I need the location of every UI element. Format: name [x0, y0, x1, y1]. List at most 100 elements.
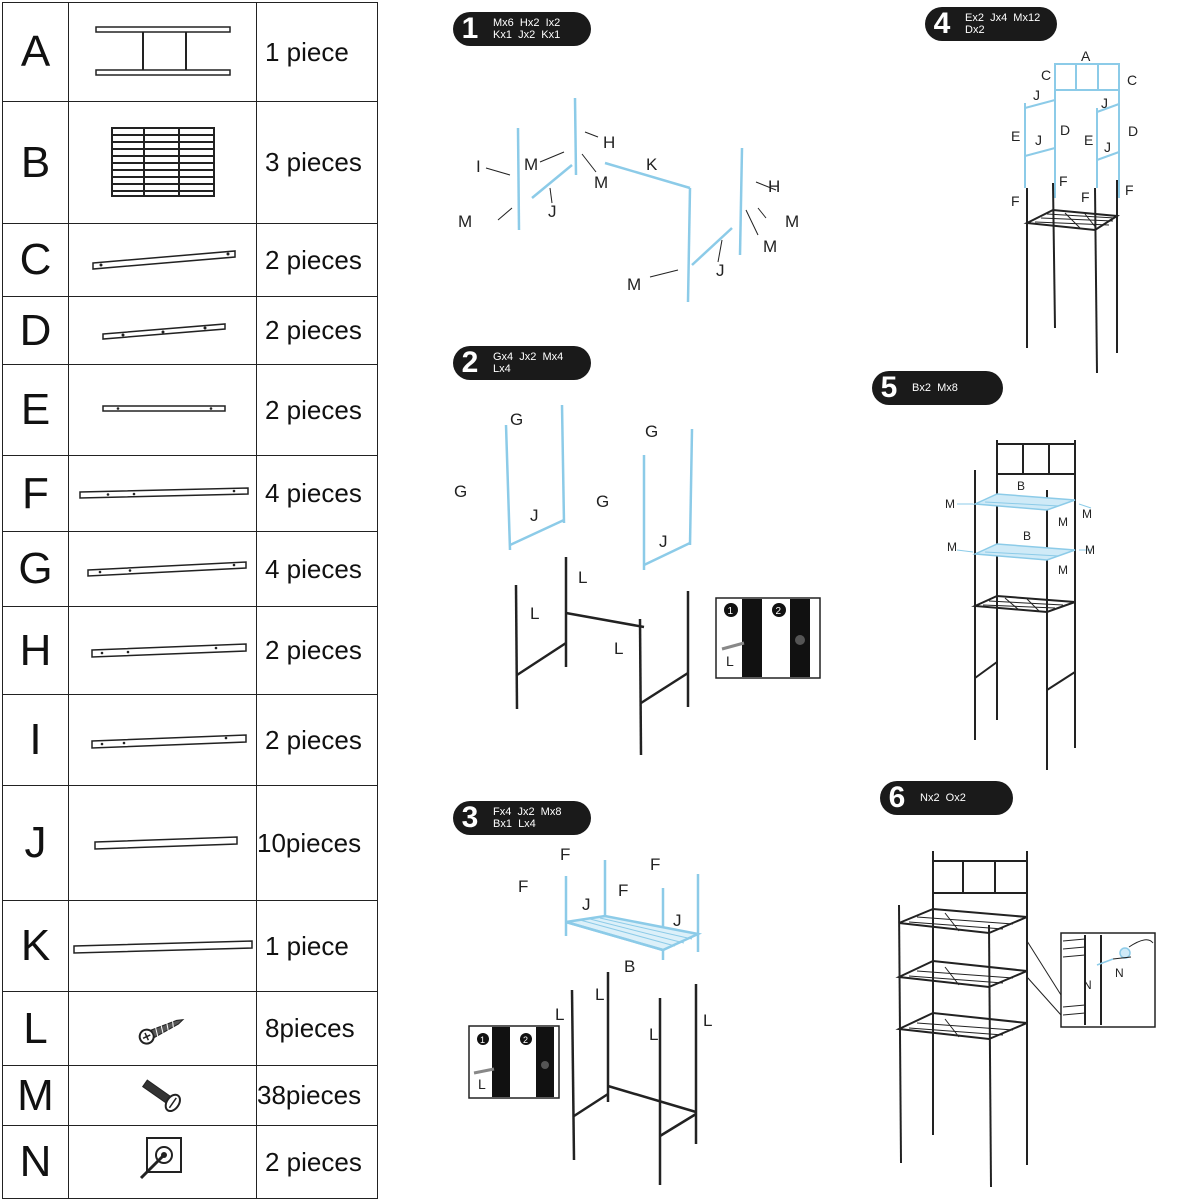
part-m-image: [68, 1065, 257, 1126]
step-6-zoom-inset: N N: [1060, 932, 1156, 1028]
step-number: 2: [461, 346, 479, 379]
part-quantity: 2 pieces: [256, 364, 378, 456]
label-j: J: [1101, 95, 1108, 111]
label-d: D: [1128, 123, 1138, 139]
part-letter: E: [2, 364, 69, 456]
label-m: M: [1085, 543, 1095, 557]
part-quantity: 2 pieces: [256, 296, 378, 365]
part-row: N 2 pieces: [2, 1125, 378, 1199]
label-m: M: [627, 275, 641, 294]
label-c: C: [1041, 67, 1051, 83]
part-row: J 10pieces: [2, 785, 378, 901]
part-row: M 38pieces: [2, 1065, 378, 1126]
part-letter: I: [2, 694, 69, 786]
part-h-image: [68, 606, 257, 695]
step-6-badge: 6 Nx2 Ox2: [880, 781, 1013, 815]
label-m: M: [945, 497, 955, 511]
part-row: K 1 piece: [2, 900, 378, 992]
part-quantity: 3 pieces: [256, 101, 378, 224]
inset-label: L: [478, 1076, 486, 1092]
inset-marker: 2: [523, 1035, 528, 1045]
label-m: M: [763, 237, 777, 256]
wood-screw-icon: [138, 1018, 184, 1045]
label-f: F: [1011, 193, 1020, 209]
label-f: F: [560, 845, 570, 864]
part-g-image: [68, 531, 257, 607]
part-quantity: 38pieces: [256, 1065, 378, 1126]
part-f-image: [68, 455, 257, 532]
inset-marker: 2: [776, 606, 782, 617]
step-1-badge: 1 Mx6 Hx2 Ix2 Kx1 Jx2 Kx1: [453, 12, 591, 46]
step-5-diagram: B M M M B M M M: [945, 440, 1095, 770]
label-l: L: [649, 1025, 658, 1044]
part-letter: G: [2, 531, 69, 607]
label-b: B: [1023, 529, 1031, 543]
part-letter: J: [2, 785, 69, 901]
label-i: I: [476, 157, 481, 176]
part-row: E 2 pieces: [2, 364, 378, 456]
part-quantity-text: 10pieces: [257, 827, 362, 858]
label-m: M: [1082, 507, 1092, 521]
part-j-image: [68, 785, 257, 901]
label-g: G: [596, 492, 609, 511]
label-c: C: [1127, 72, 1137, 88]
part-row: B 3 pieces: [2, 101, 378, 224]
part-e-image: [68, 364, 257, 456]
part-quantity: 8pieces: [256, 991, 378, 1066]
label-j: J: [1035, 132, 1042, 148]
part-quantity: 4 pieces: [256, 531, 378, 607]
label-l: L: [614, 639, 623, 658]
part-row: D 2 pieces: [2, 296, 378, 365]
part-letter: A: [2, 2, 69, 102]
part-quantity: 2 pieces: [256, 606, 378, 695]
label-j: J: [716, 261, 725, 280]
label-m: M: [1058, 563, 1068, 577]
label-e: E: [1011, 128, 1020, 144]
part-letter: F: [2, 455, 69, 532]
label-f: F: [618, 881, 628, 900]
label-d: D: [1060, 122, 1070, 138]
label-j: J: [1033, 87, 1040, 103]
part-row: C 2 pieces: [2, 223, 378, 297]
label-m: M: [785, 212, 799, 231]
part-row: A 1 piece: [2, 2, 378, 102]
label-f: F: [650, 855, 660, 874]
step-2-badge: 2 Gx4 Jx2 Mx4 Lx4: [453, 346, 591, 380]
step-4-diagram: A C C J J E J D E J D F F F F: [1011, 48, 1138, 374]
inset-label: L: [726, 653, 734, 669]
label-j: J: [548, 202, 557, 221]
step-number: 6: [888, 781, 906, 814]
label-l: L: [703, 1011, 712, 1030]
part-a-image: [68, 2, 257, 102]
label-b: B: [624, 957, 635, 976]
label-j: J: [659, 532, 668, 551]
part-quantity: 2 pieces: [256, 1125, 378, 1199]
inset-marker: 1: [480, 1035, 485, 1045]
step-requirements: Fx4 Jx2 Mx8 Bx1 Lx4: [493, 806, 562, 830]
part-quantity: 1 piece: [256, 900, 378, 992]
part-d-image: [68, 296, 257, 365]
step-requirements: Nx2 Ox2: [920, 792, 966, 804]
label-n: N: [1083, 978, 1092, 992]
step-6-diagram: N N: [895, 851, 1156, 1188]
label-l: L: [555, 1005, 564, 1024]
part-i-image: [68, 694, 257, 786]
step-number: 4: [933, 7, 951, 40]
label-m: M: [947, 540, 957, 554]
step-number: 1: [461, 12, 479, 45]
label-g: G: [454, 482, 467, 501]
label-f: F: [1125, 182, 1134, 198]
part-row: F 4 pieces: [2, 455, 378, 532]
step-1-diagram: I M H M K M J H M M J M: [458, 97, 799, 303]
step-requirements: Ex2 Jx4 Mx12 Dx2: [965, 12, 1041, 36]
part-l-image: [68, 991, 257, 1066]
label-m: M: [1058, 515, 1068, 529]
part-quantity: 2 pieces: [256, 694, 378, 786]
label-l: L: [595, 985, 604, 1004]
parts-list-table: A 1 piece B: [2, 2, 378, 1199]
part-letter: B: [2, 101, 69, 224]
step-3-inset: 1 2 L: [468, 1025, 560, 1099]
part-quantity: 4 pieces: [256, 455, 378, 532]
step-3-badge: 3 Fx4 Jx2 Mx8 Bx1 Lx4: [453, 801, 591, 835]
step-3-diagram: F F F F J J B L L L L: [518, 845, 712, 1185]
